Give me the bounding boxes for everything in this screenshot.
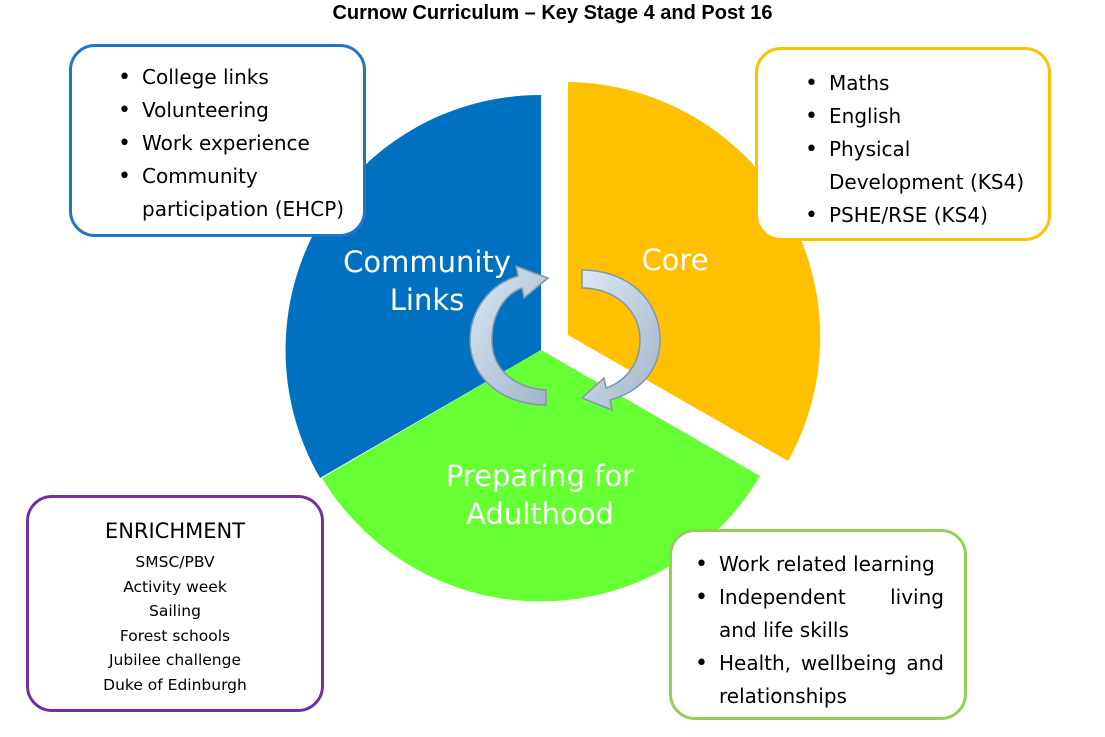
list-item: Duke of Edinburgh bbox=[103, 675, 247, 694]
list-item: Community participation (EHCP) bbox=[116, 160, 353, 226]
cycle-arrow-right bbox=[580, 269, 661, 412]
community-label-line2: Links bbox=[389, 283, 465, 317]
core-label: Core bbox=[615, 241, 735, 279]
list-item: College links bbox=[116, 61, 353, 94]
adulthood-list: Work related learning Independent living… bbox=[693, 548, 944, 713]
community-links-label: Community Links bbox=[332, 243, 522, 319]
page-title: Curnow Curriculum – Key Stage 4 and Post… bbox=[332, 2, 773, 24]
list-item: SMSC/PBV bbox=[135, 553, 215, 571]
core-list: Maths English Physical Development (KS4)… bbox=[803, 67, 1038, 232]
list-item: Volunteering bbox=[116, 94, 353, 127]
enrichment-title: ENRICHMENT bbox=[104, 519, 246, 543]
enrichment-box: ENRICHMENT SMSC/PBV Activity week Sailin… bbox=[26, 495, 324, 712]
list-item: Forest schools bbox=[119, 626, 231, 645]
adulthood-label-line1: Preparing for bbox=[445, 459, 635, 493]
list-item: Jubilee challenge bbox=[108, 651, 242, 669]
list-item: Sailing bbox=[149, 602, 201, 620]
list-item: Work experience bbox=[116, 127, 353, 160]
core-box: Maths English Physical Development (KS4)… bbox=[755, 47, 1051, 241]
list-item: Physical Development (KS4) bbox=[803, 133, 1038, 199]
community-links-list: College links Volunteering Work experien… bbox=[116, 61, 353, 226]
list-item: Maths bbox=[803, 67, 1038, 100]
adulthood-segment bbox=[322, 350, 760, 602]
list-item: Activity week bbox=[123, 577, 227, 596]
list-item: Health, wellbeing and relationships bbox=[693, 647, 944, 713]
adulthood-label: Preparing for Adulthood bbox=[425, 457, 655, 533]
community-label-line1: Community bbox=[343, 245, 511, 279]
core-label-line1: Core bbox=[641, 243, 709, 277]
list-item: PSHE/RSE (KS4) bbox=[803, 199, 1038, 232]
list-item: English bbox=[803, 100, 1038, 133]
list-item: Work related learning bbox=[693, 548, 944, 581]
list-item: Independent living and life skills bbox=[693, 581, 944, 647]
adulthood-label-line2: Adulthood bbox=[466, 497, 614, 531]
community-links-box: College links Volunteering Work experien… bbox=[69, 44, 366, 237]
cycle-arrow-left bbox=[469, 264, 550, 406]
adulthood-box: Work related learning Independent living… bbox=[669, 529, 967, 720]
